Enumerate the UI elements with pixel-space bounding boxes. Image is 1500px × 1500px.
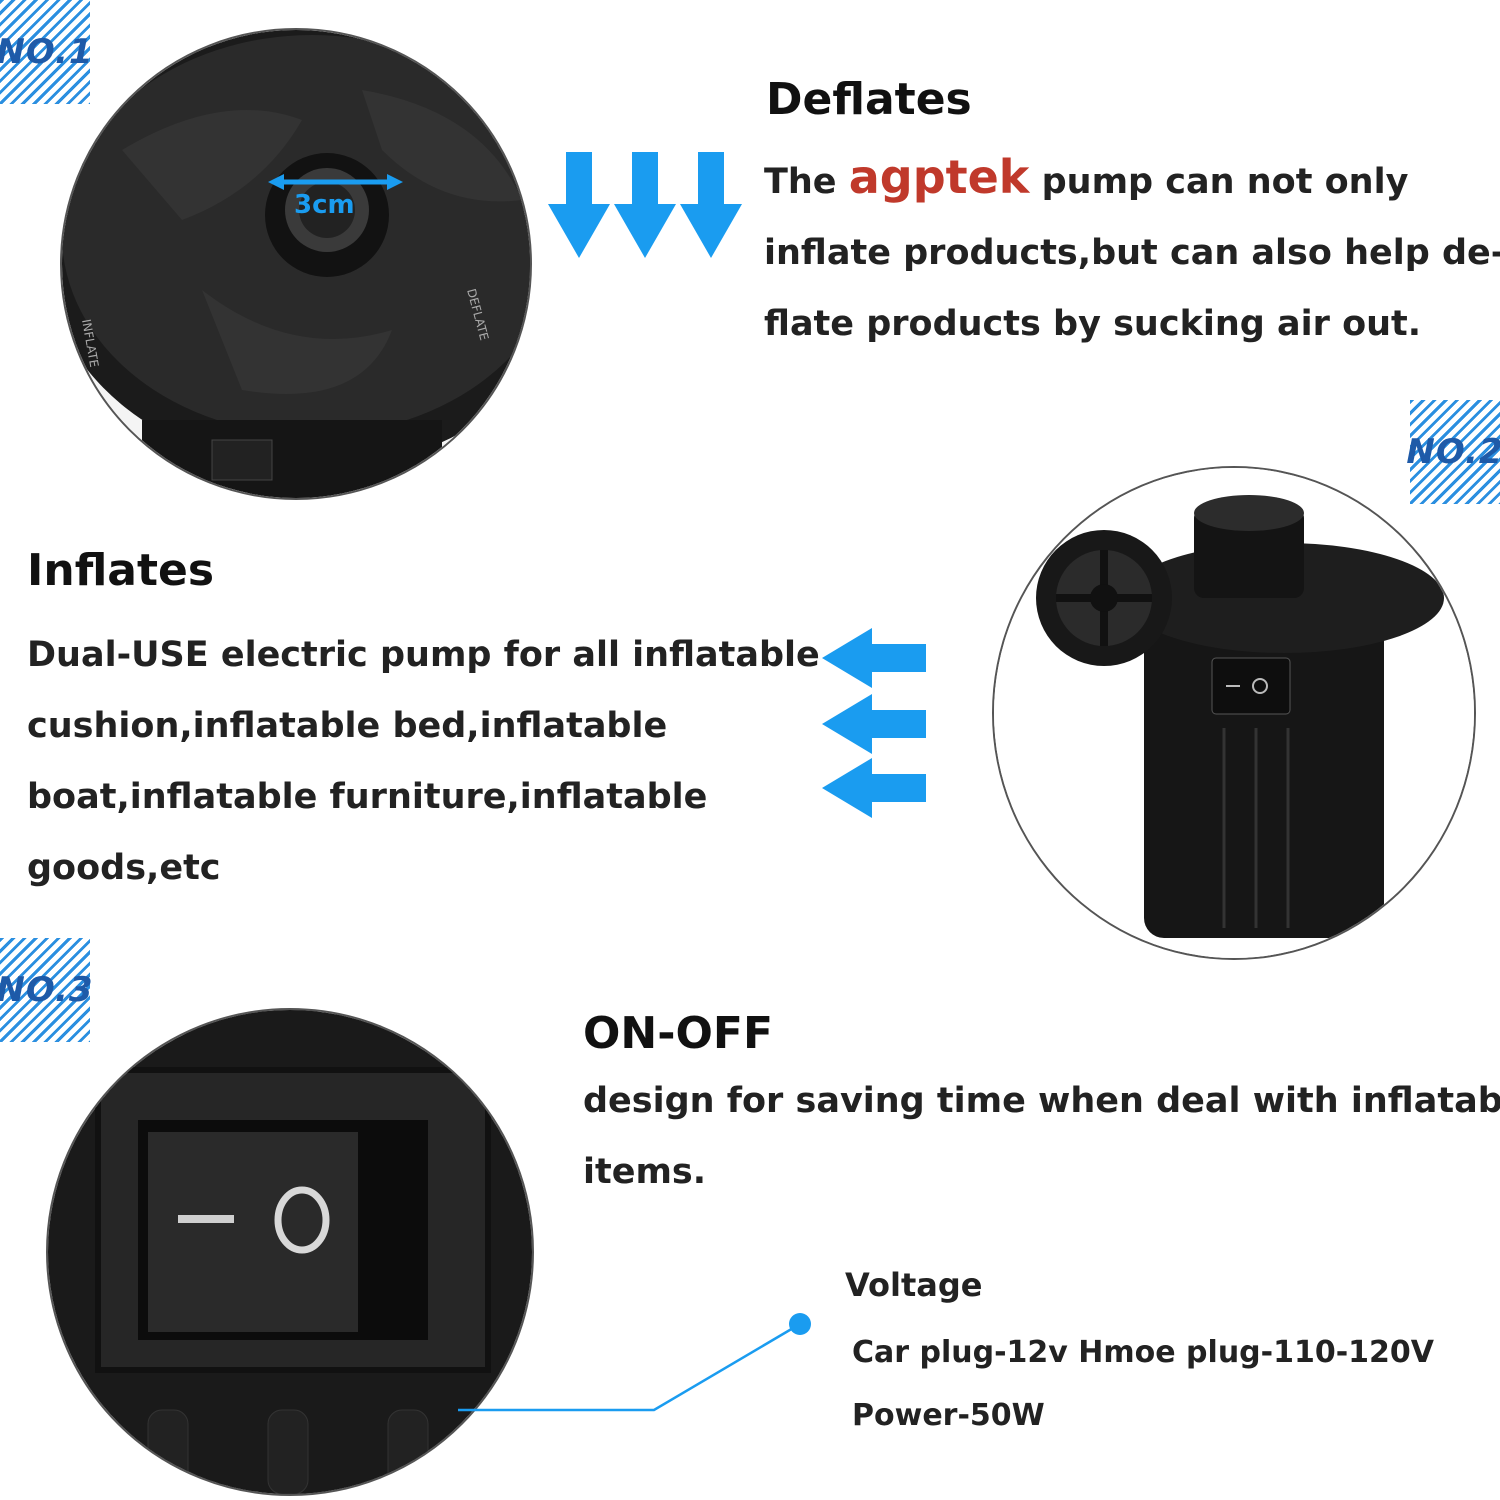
voltage-spec: Car plug-12v Hmoe plug-110-120V (852, 1335, 1435, 1370)
brand-name: agptek (848, 150, 1030, 204)
deflates-line-3: flate products by sucking air out. (764, 304, 1422, 344)
down-arrow-icon (614, 152, 676, 258)
deflates-line-1-end: pump can not only (1041, 162, 1409, 202)
deflates-line-1: The agptek pump can not only (764, 142, 1500, 218)
left-arrow-icon (822, 694, 926, 754)
switch-closeup-photo (46, 1008, 534, 1496)
pump-side-photo (992, 466, 1476, 960)
power-spec: Power-50W (852, 1398, 1045, 1433)
left-arrow-icon (822, 628, 926, 688)
deflates-description: The agptek pump can not only inflate pro… (764, 142, 1500, 360)
badge-no3: NO.3 (0, 938, 93, 1042)
down-arrows (548, 152, 742, 258)
pump-top-illustration: DEFLATE INFLATE (62, 30, 530, 498)
badge-no1-label: NO.1 (0, 32, 94, 72)
deflates-line-2: inflate products,but can also help de- (764, 233, 1500, 273)
voltage-title: Voltage (845, 1266, 983, 1304)
inflates-line-3: boat,inflatable furniture,inflatable (27, 777, 708, 817)
inflates-line-2: cushion,inflatable bed,inflatable (27, 706, 668, 746)
badge-no1: NO.1 (0, 0, 93, 104)
pump-side-illustration (994, 468, 1474, 958)
inflates-title: Inflates (27, 545, 215, 596)
on-off-title: ON-OFF (583, 1008, 774, 1059)
on-off-line-2: items. (583, 1152, 707, 1192)
on-off-description: design for saving time when deal with in… (583, 1066, 1500, 1208)
inflates-line-4: goods,etc (27, 848, 221, 888)
inflates-description: Dual-USE electric pump for all inflatabl… (27, 620, 820, 904)
badge-no2-label: NO.2 (1406, 432, 1500, 472)
left-arrows (822, 628, 926, 818)
left-arrow-icon (822, 758, 926, 818)
switch-closeup-illustration (48, 1010, 532, 1494)
badge-no3-label: NO.3 (0, 970, 94, 1010)
connector-dot-icon (789, 1313, 811, 1335)
deflates-title: Deflates (766, 74, 972, 125)
badge-no2: NO.2 (1406, 400, 1500, 504)
down-arrow-icon (548, 152, 610, 258)
switch-on-symbol (274, 1186, 330, 1254)
on-off-line-1: design for saving time when deal with in… (583, 1081, 1500, 1121)
nozzle-measure-label: 3cm (294, 190, 355, 220)
inflates-line-1: Dual-USE electric pump for all inflatabl… (27, 635, 820, 675)
switch-off-symbol (178, 1215, 234, 1223)
spec-connector (458, 1313, 811, 1412)
deflates-line-1-start: The (764, 162, 837, 202)
pump-top-photo: DEFLATE INFLATE 3cm (60, 28, 532, 500)
down-arrow-icon (680, 152, 742, 258)
